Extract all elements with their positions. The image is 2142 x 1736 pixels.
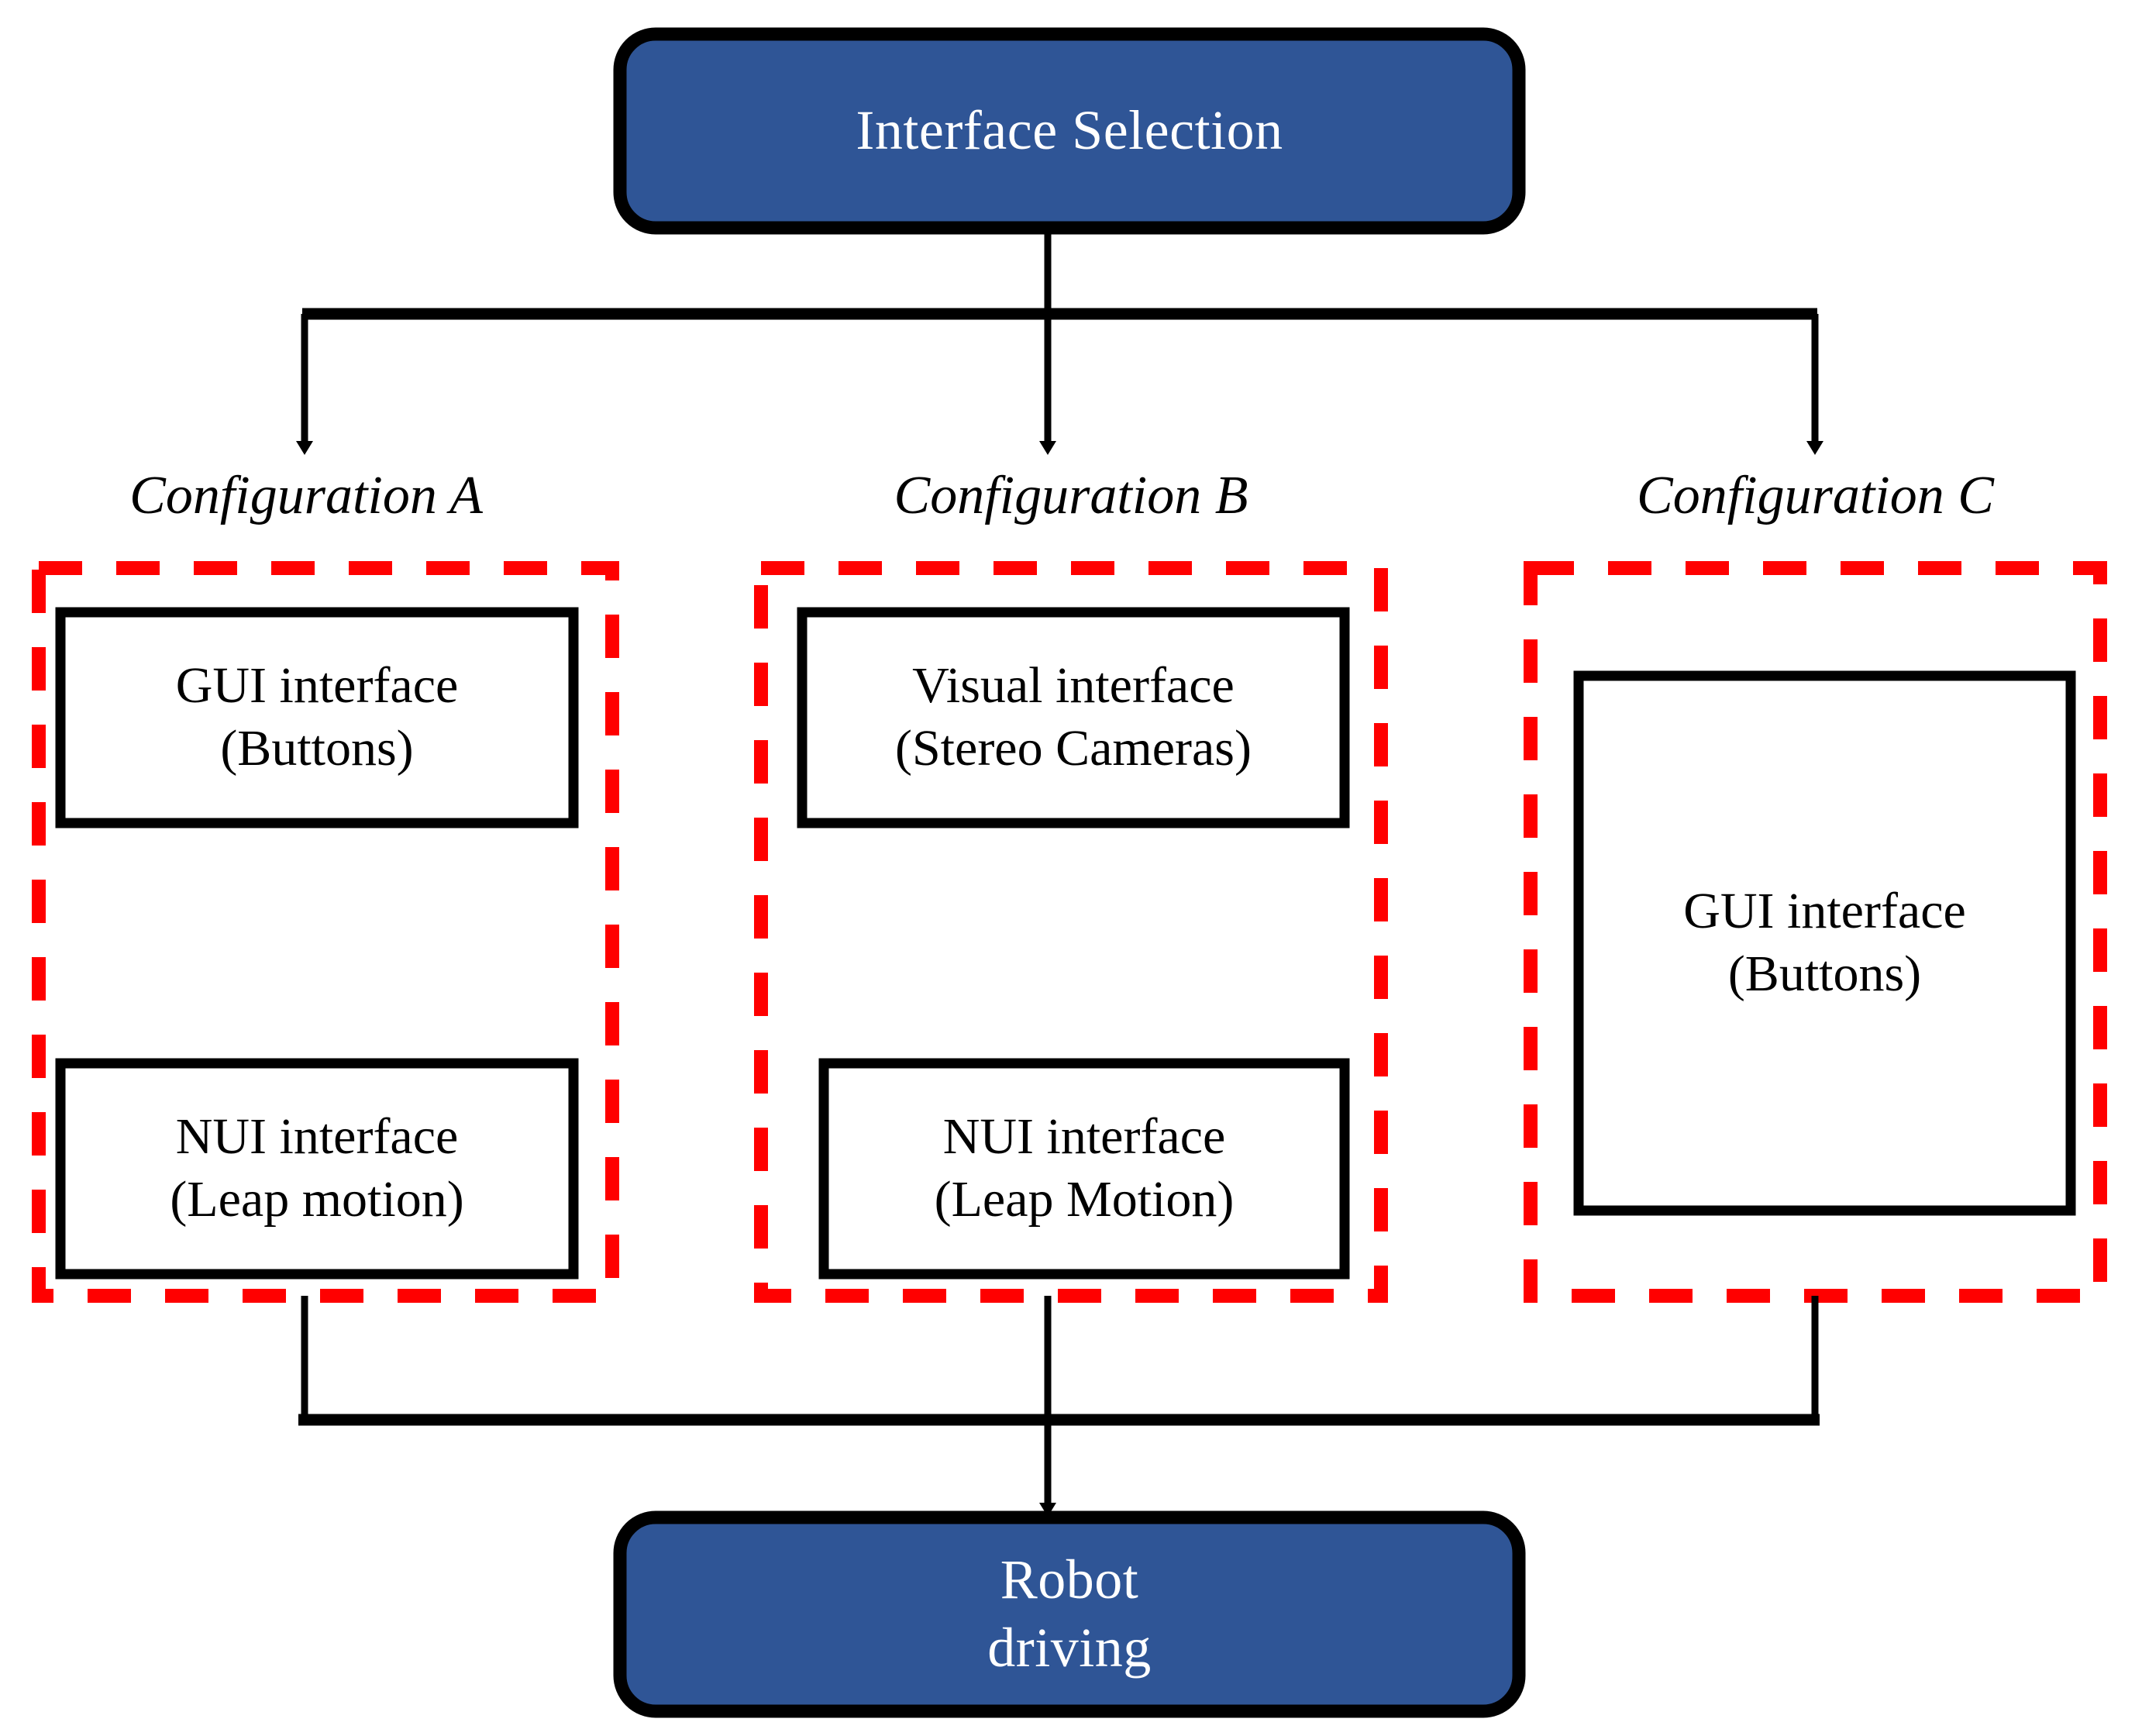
config-c-box-1-shape[interactable] bbox=[1573, 670, 2076, 1216]
configuration-a-dashed-border bbox=[32, 561, 619, 1303]
config-b-box-1-shape[interactable] bbox=[797, 607, 1350, 828]
robot-driving-shape bbox=[613, 1510, 1526, 1718]
interface-selection-node[interactable] bbox=[613, 27, 1526, 235]
configuration-c-group[interactable] bbox=[1524, 561, 2107, 1303]
configuration-c-title: Configuration C bbox=[1637, 466, 1994, 525]
config-a-box-1-shape[interactable] bbox=[55, 607, 579, 828]
top-connectors bbox=[296, 228, 1823, 455]
config-b-box-2-shape[interactable] bbox=[818, 1058, 1350, 1280]
configuration-b-group[interactable] bbox=[754, 561, 1388, 1303]
configuration-b-title: Configuration B bbox=[894, 466, 1248, 525]
interface-selection-shape bbox=[613, 27, 1526, 235]
configuration-b-dashed-border bbox=[754, 561, 1388, 1303]
configuration-a-title: Configuration A bbox=[129, 466, 483, 525]
robot-driving-node[interactable] bbox=[613, 1510, 1526, 1718]
bottom-connectors bbox=[298, 1296, 1820, 1517]
configuration-a-group[interactable] bbox=[32, 561, 619, 1303]
config-a-box-2-shape[interactable] bbox=[55, 1058, 579, 1280]
